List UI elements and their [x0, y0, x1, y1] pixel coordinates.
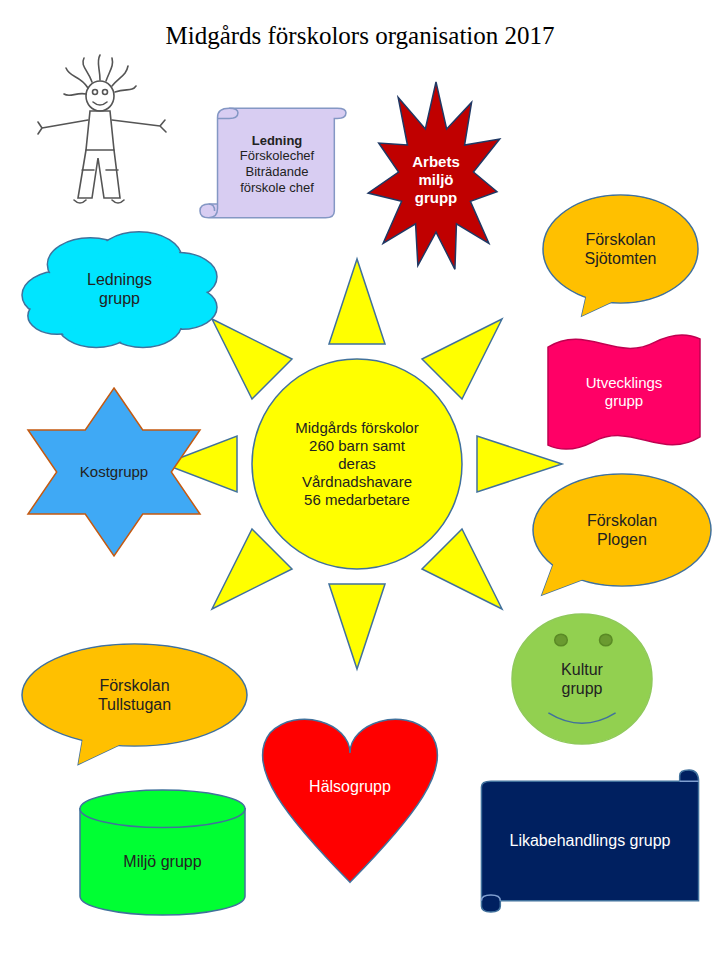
shape-outline: [512, 614, 652, 744]
burst-outline: [368, 82, 500, 269]
cylinder-node: Miljö grupp: [80, 790, 245, 915]
hexagram-node: Kostgrupp: [28, 388, 200, 556]
node-body: Utvecklings grupp: [548, 333, 700, 451]
hair: [64, 55, 136, 95]
shape-outline: [255, 716, 445, 884]
cloud-fill: [49, 257, 189, 325]
node-text: Förskolan Tullstugan: [80, 676, 190, 714]
node-text: Likabehandlings grupp: [509, 831, 670, 850]
node-body: Likabehandlings grupp: [472, 770, 708, 912]
face-outline: [512, 614, 652, 744]
shape-outline: [80, 790, 245, 915]
smiley-node: Kultur grupp: [512, 614, 652, 744]
node-text: Förskolan Plogen: [572, 511, 672, 549]
eye: [600, 634, 613, 646]
bubble-node: Förskolan Tullstugan: [22, 644, 247, 746]
bubble-node: Förskolan Plogen: [533, 474, 711, 586]
node-text: Miljö grupp: [123, 852, 201, 871]
sun-rays: [164, 259, 562, 669]
node-text: Hälsogrupp: [309, 777, 391, 796]
node-body: Miljö grupp: [80, 790, 245, 915]
shape-outline: [22, 644, 247, 746]
node-body: Midgårds förskolor 260 barn samt deras V…: [252, 359, 462, 569]
sun-ray: [212, 319, 292, 399]
node-body: Hälsogrupp: [255, 716, 445, 884]
eye: [555, 634, 568, 646]
eye: [103, 90, 108, 95]
banner-outline: [548, 335, 700, 449]
shape-outline: [22, 228, 217, 350]
node-text: Kostgrupp: [80, 463, 148, 481]
node-text: Lednings grupp: [75, 270, 165, 308]
bubble-fill: [544, 196, 697, 302]
node-body: Förskolan Plogen: [533, 474, 711, 586]
node-body: Förskolan Sjötomten: [543, 195, 698, 303]
scroll-curl: [481, 781, 698, 900]
heart-outline: [262, 719, 437, 882]
node-text: Förskolan Sjötomten: [571, 230, 671, 268]
banner-node: Utvecklings grupp: [548, 333, 700, 451]
sun-ray: [422, 529, 502, 609]
circle-node: Midgårds förskolor 260 barn samt deras V…: [252, 359, 462, 569]
heart-node: Hälsogrupp: [255, 716, 445, 884]
node-body: Förskolan Tullstugan: [22, 644, 247, 746]
burst-node: Arbets miljö grupp: [366, 82, 506, 277]
legs: [78, 150, 120, 198]
title: Midgårds förskolors organisation 2017: [0, 22, 720, 50]
cloud-node: Lednings grupp: [22, 228, 217, 350]
node-heading: Ledning: [252, 133, 303, 149]
sun-ray: [422, 319, 502, 399]
mouth: [548, 713, 615, 723]
sun-ray: [212, 529, 292, 609]
sun-ray: [329, 259, 385, 344]
cylinder-top: [80, 790, 245, 828]
body: [86, 111, 114, 150]
node-text: Arbets miljö grupp: [404, 153, 468, 207]
node-body: Arbets miljö grupp: [366, 82, 506, 277]
shape-outline: [543, 195, 698, 303]
hexagram-outline: [28, 388, 200, 556]
feet: [74, 200, 124, 203]
scroll-outline: [481, 770, 698, 912]
node-text: Kultur grupp: [542, 660, 622, 698]
arms: [38, 120, 166, 134]
scroll-outline: [200, 108, 346, 217]
mouth: [93, 102, 107, 105]
node-body: Kultur grupp: [512, 614, 652, 744]
node-text: Förskolechef Biträdande förskole chef: [227, 148, 327, 195]
node-body: LedningFörskolechef Biträdande förskole …: [200, 106, 346, 220]
bubble-fill: [534, 475, 710, 585]
eye: [93, 90, 98, 95]
hscroll-node: Likabehandlings grupp: [472, 770, 708, 912]
bubble-fill: [24, 645, 246, 746]
bubble-outline: [543, 195, 698, 303]
sun-ray: [329, 584, 385, 669]
head: [86, 81, 114, 111]
circle-outline: [252, 359, 462, 569]
bubble-node: Förskolan Sjötomten: [543, 195, 698, 303]
node-text: Midgårds förskolor 260 barn samt deras V…: [295, 419, 419, 509]
shape-outline: [533, 474, 711, 586]
vscroll-node: LedningFörskolechef Biträdande förskole …: [200, 106, 346, 220]
bubble-outline: [22, 644, 247, 746]
child-drawing: [38, 55, 166, 203]
node-text: Utvecklings grupp: [569, 374, 679, 410]
scroll-curl: [209, 108, 238, 211]
node-body: Lednings grupp: [22, 228, 217, 350]
node-body: Kostgrupp: [28, 388, 200, 556]
